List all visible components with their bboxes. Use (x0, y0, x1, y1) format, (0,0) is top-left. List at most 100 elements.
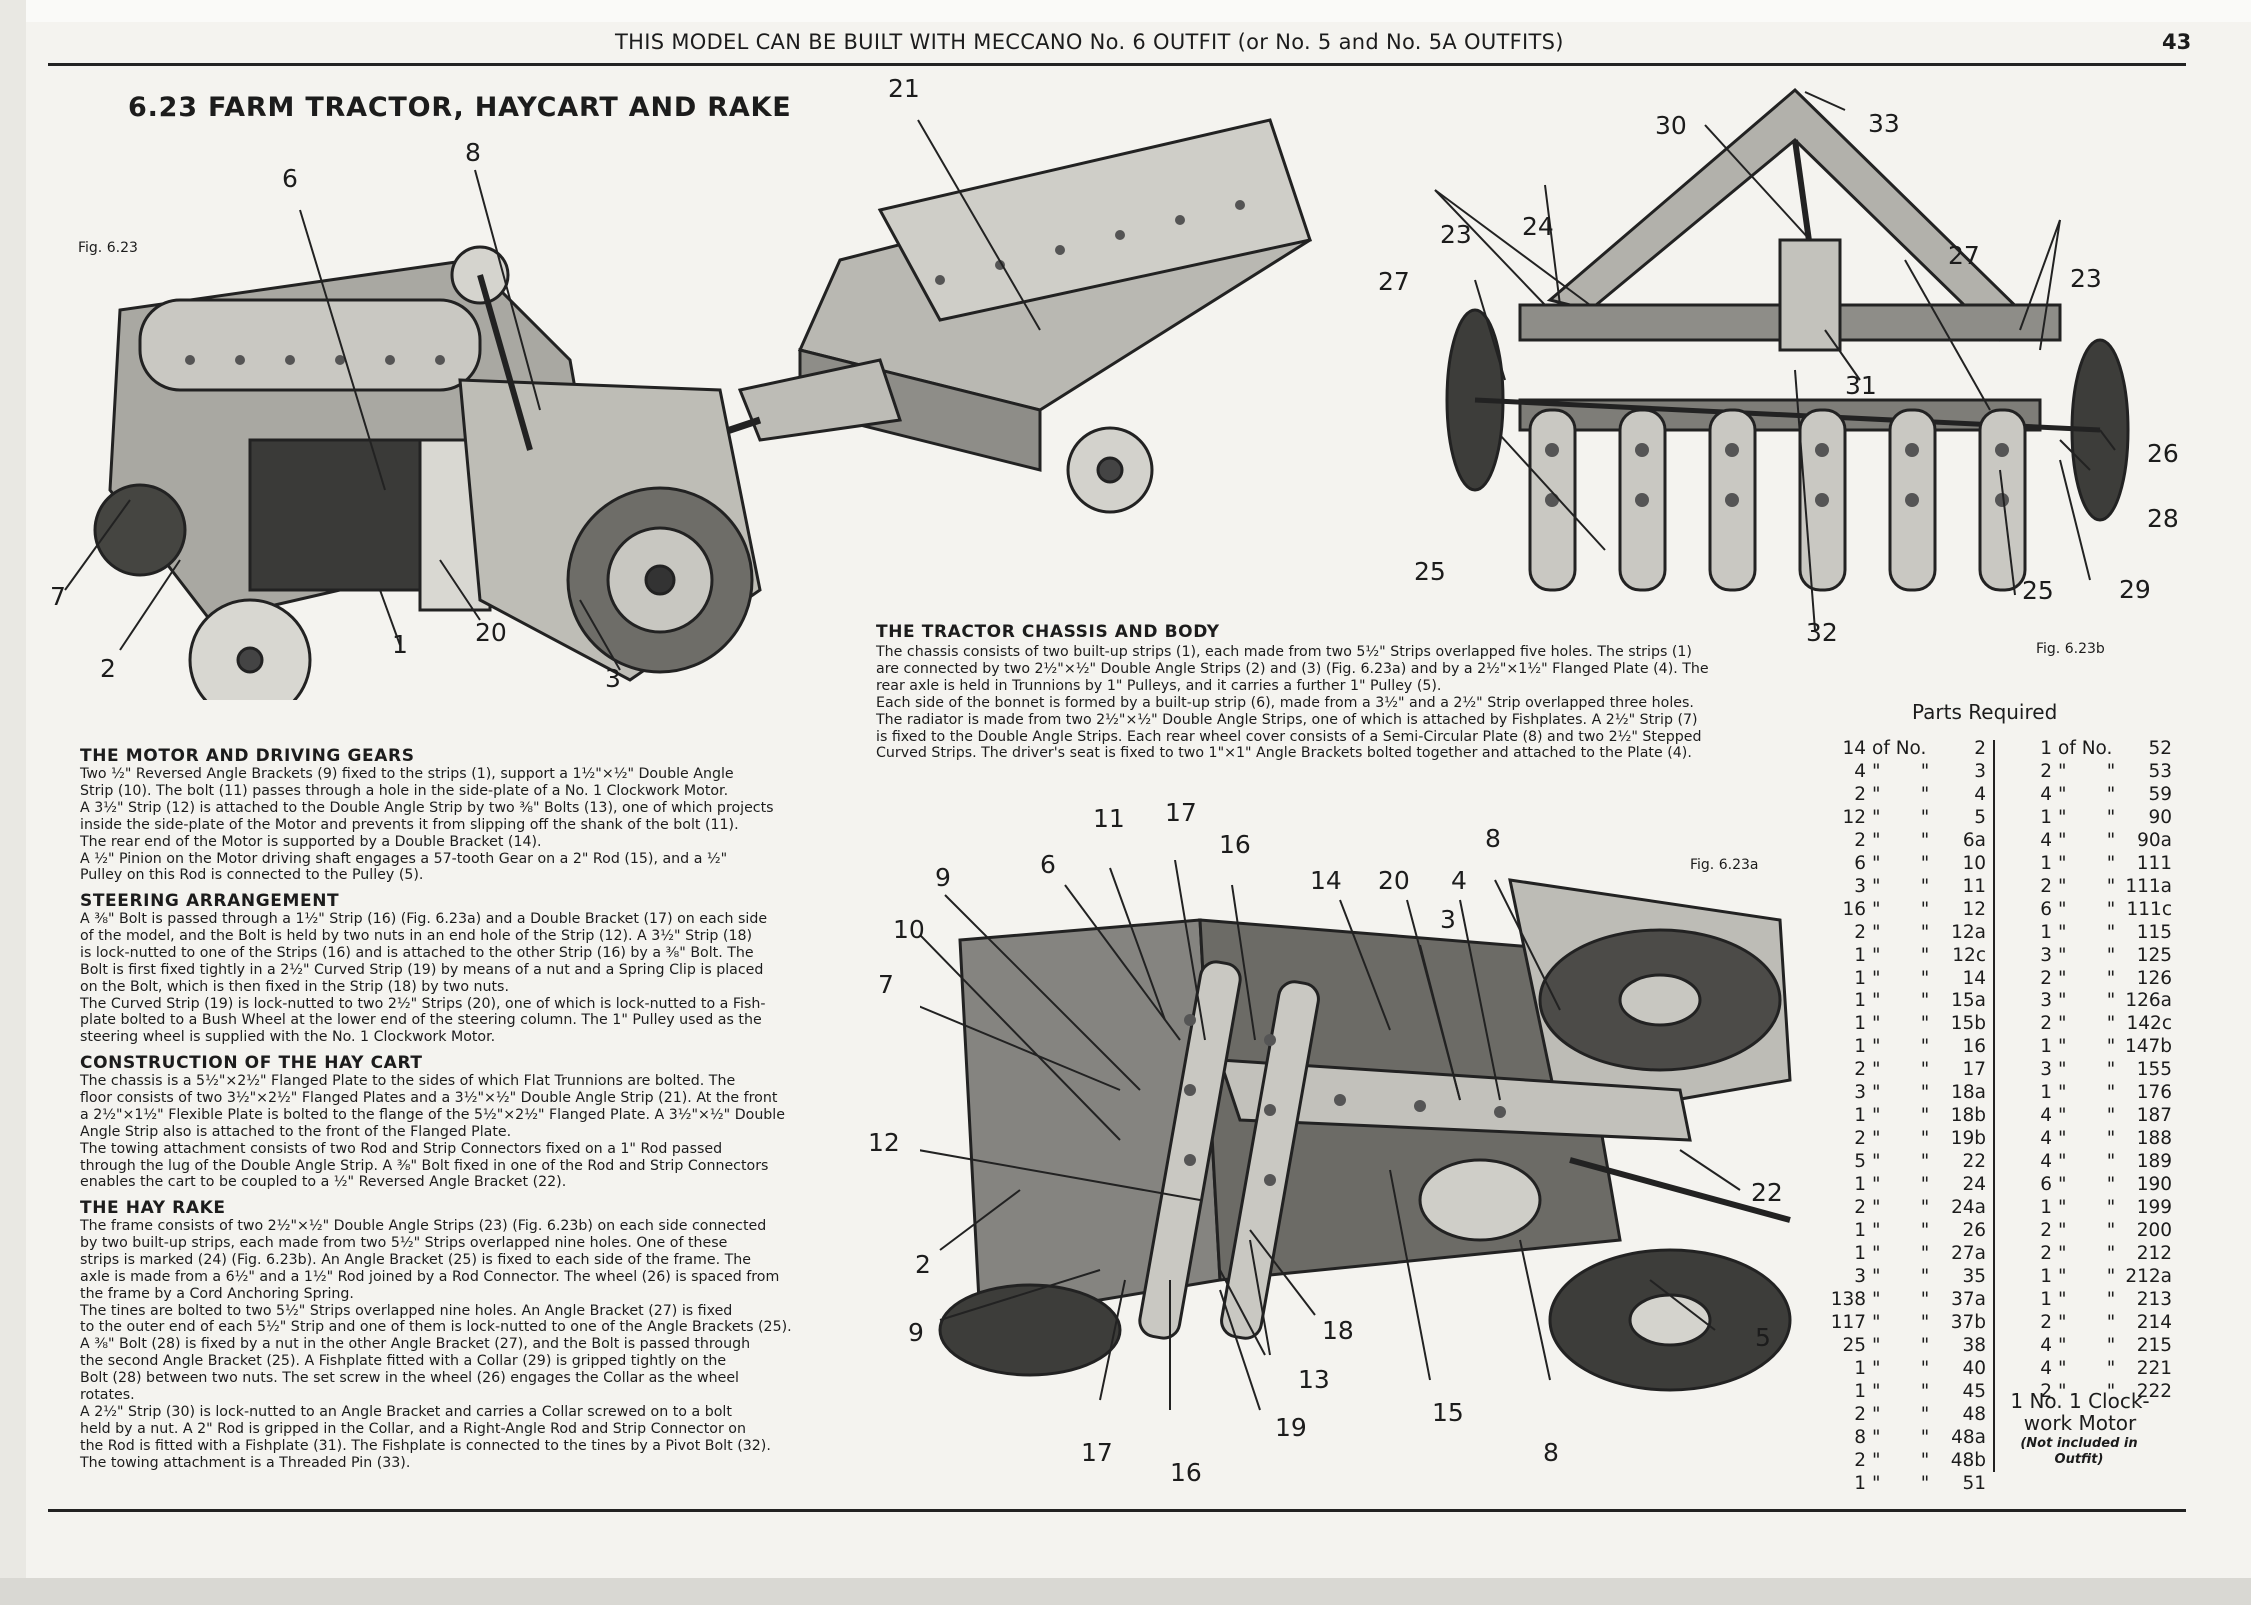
callout-23-left: 23 (1440, 220, 1472, 249)
hay-rake-drawing (1434, 87, 2130, 631)
part-number: 189 (2136, 1151, 2172, 1173)
parts-row: 1""147b (2004, 1036, 2172, 1059)
parts-row: 1""15b (1818, 1013, 1986, 1036)
callout-16-bottom: 16 (1170, 1458, 1202, 1487)
part-of-label: " (1872, 1472, 1881, 1494)
part-of-label: " (2058, 1105, 2067, 1127)
part-number: 53 (2148, 760, 2172, 782)
part-of-label: " (1872, 1311, 1881, 1333)
text-line: Angle Strip also is attached to the fron… (80, 1123, 512, 1140)
parts-row: 2""142c (2004, 1013, 2172, 1036)
part-of-label: " (1872, 829, 1881, 851)
parts-row: 117""37b (1818, 1312, 1986, 1335)
part-ditto: " (2106, 990, 2116, 1012)
part-of-label: " (1872, 921, 1881, 943)
text-chassis: The chassis consists of two built-up str… (876, 644, 1804, 762)
part-quantity: 2 (1854, 1059, 1866, 1081)
part-number: 15a (1951, 990, 1986, 1012)
part-of-label: " (2058, 1036, 2067, 1058)
part-number: 10 (1962, 852, 1986, 874)
part-number: 2 (1974, 738, 1986, 759)
callout-6-chassis: 6 (1040, 850, 1056, 879)
callout-12: 12 (868, 1128, 900, 1157)
text-line: A ⅜" Bolt is passed through a 1½" Strip … (80, 911, 768, 927)
part-of-label: " (2058, 967, 2067, 989)
heading-hayrake: THE HAY RAKE (80, 1198, 226, 1218)
part-of-label: " (1872, 1082, 1881, 1104)
part-of-label: " (1872, 1357, 1881, 1379)
page-left-margin (0, 0, 26, 1605)
parts-row: 2""12a (1818, 922, 1986, 945)
tractor-bonnet (138, 298, 482, 392)
text-line: is lock-nutted to one of the Strips (16)… (80, 944, 754, 961)
part-quantity: 1 (1854, 1220, 1866, 1242)
callout-6: 6 (282, 164, 298, 193)
text-hayrake: The frame consists of two 2½"×½" Double … (80, 1218, 842, 1472)
text-line: on the Bolt, which is then fixed in the … (80, 978, 509, 995)
text-line: Each side of the bonnet is formed by a b… (876, 694, 1694, 711)
text-line: the frame by a Cord Anchoring Spring. (80, 1285, 354, 1302)
part-number: 111c (2126, 898, 2172, 920)
text-line: plate bolted to a Bush Wheel at the lowe… (80, 1012, 762, 1029)
callout-32: 32 (1806, 618, 1838, 647)
parts-row: 1""18b (1818, 1105, 1986, 1128)
part-ditto: " (1920, 1128, 1930, 1150)
part-number: 126 (2136, 967, 2172, 989)
part-number: 5 (1974, 806, 1986, 828)
part-ditto: " (2106, 1174, 2116, 1196)
steering-column (477, 274, 533, 451)
part-quantity: 1 (2040, 852, 2052, 874)
callout-14: 14 (1310, 866, 1342, 895)
part-ditto: " (1920, 1380, 1930, 1402)
part-of-label: " (1872, 1242, 1881, 1264)
front-wheel-left (93, 483, 187, 577)
parts-row: 3""35 (1818, 1266, 1986, 1289)
header-rule (48, 63, 2186, 66)
part-ditto: " (1920, 1013, 1930, 1035)
part-ditto: " (1920, 1472, 1930, 1494)
part-quantity: 3 (1854, 1265, 1866, 1287)
text-line: The towing attachment consists of two Ro… (80, 1140, 723, 1157)
part-ditto: " (1920, 1220, 1930, 1242)
text-line: The chassis is a 5½"×2½" Flanged Plate t… (80, 1073, 736, 1089)
part-ditto: " (2106, 1288, 2116, 1310)
part-ditto: " (1920, 1105, 1930, 1127)
part-of-label: " (2058, 1288, 2067, 1310)
part-quantity: 1 (2040, 1082, 2052, 1104)
fig-6-23b-label: Fig. 6.23b (2036, 641, 2105, 657)
strip-16-right (1220, 980, 1320, 1340)
parts-row: 4""221 (2004, 1358, 2172, 1381)
part-quantity: 117 (1830, 1311, 1866, 1333)
part-quantity: 6 (2040, 898, 2052, 920)
callout-33: 33 (1868, 109, 1900, 138)
part-number: 212a (2125, 1265, 2172, 1287)
text-line: steering wheel is supplied with the No. … (80, 1029, 496, 1046)
callout-8-top: 8 (1485, 824, 1501, 853)
part-of-label: " (2058, 806, 2067, 828)
text-line: The frame consists of two 2½"×½" Double … (80, 1218, 767, 1234)
parts-row: 1""27a (1818, 1243, 1986, 1266)
page-number: 43 (2162, 30, 2192, 54)
part-ditto: " (2106, 852, 2116, 874)
heading-steering: STEERING ARRANGEMENT (80, 891, 340, 911)
part-number: 111a (2125, 875, 2172, 897)
part-quantity: 3 (1854, 875, 1866, 897)
text-line: A 2½" Strip (30) is lock-nutted to an An… (80, 1403, 732, 1420)
text-line: The Curved Strip (19) is lock-nutted to … (80, 995, 766, 1012)
callout-1: 1 (392, 630, 408, 659)
part-of-label: " (2058, 1128, 2067, 1150)
rear-wheel-hub (644, 564, 676, 596)
rear-wheel-bottom-hub (1628, 1293, 1712, 1347)
text-motor: Two ½" Reversed Angle Brackets (9) fixed… (80, 766, 842, 884)
part-of-label: " (2058, 1380, 2067, 1402)
callout-9-top: 9 (935, 863, 951, 892)
part-number: 147b (2124, 1036, 2172, 1058)
callout-8: 8 (465, 138, 481, 167)
parts-row: 2""111a (2004, 876, 2172, 899)
part-of-label: " (2058, 852, 2067, 874)
part-quantity: 8 (1854, 1426, 1866, 1448)
text-line: A ⅜" Bolt (28) is fixed by a nut in the … (80, 1336, 751, 1353)
part-number: 48 (1962, 1403, 1986, 1425)
parts-row: 25""38 (1818, 1335, 1986, 1358)
model-title: 6.23 FARM TRACTOR, HAYCART AND RAKE (128, 92, 792, 123)
